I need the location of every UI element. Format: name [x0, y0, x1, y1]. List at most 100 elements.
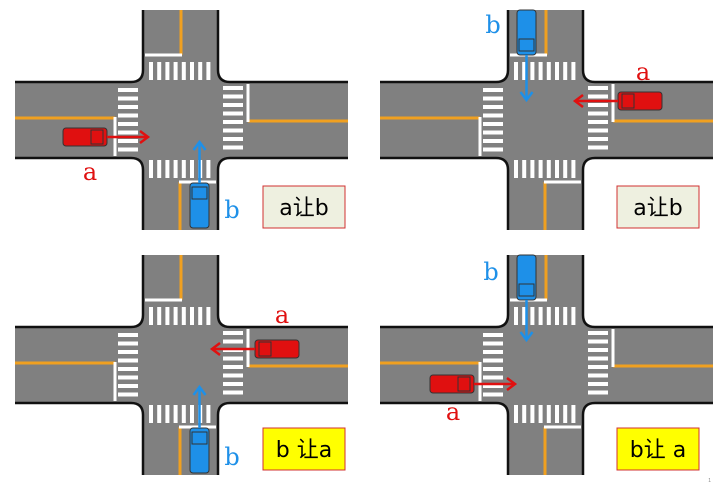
crosswalk-stripe: [190, 307, 194, 325]
crosswalk-stripe: [118, 105, 138, 109]
road-edge: [581, 255, 713, 329]
road-edge: [380, 156, 510, 230]
crosswalk-stripe: [483, 350, 503, 354]
crosswalk-stripe: [165, 307, 170, 325]
crosswalk-stripe: [165, 405, 170, 423]
arrow-head-icon: [192, 384, 207, 396]
crosswalk-stripe: [118, 147, 138, 152]
crosswalk-stripe: [530, 62, 535, 80]
car-b: [516, 254, 537, 343]
vehicle-a-label: a: [275, 301, 289, 329]
car-a-cab: [90, 129, 104, 145]
crosswalk-stripe: [223, 120, 243, 124]
road-edge: [581, 10, 713, 84]
crosswalk-stripe: [223, 356, 243, 361]
crosswalk-stripe: [223, 103, 243, 107]
crosswalk-stripe: [571, 62, 576, 80]
crosswalk-stripe: [198, 307, 203, 325]
crosswalk-stripe: [483, 375, 503, 380]
page-number: 1: [708, 478, 711, 484]
crosswalk-stripe: [206, 62, 211, 80]
car-b-cab: [191, 431, 208, 445]
crosswalk-stripe: [514, 62, 518, 80]
crosswalk-stripe: [118, 384, 138, 388]
crosswalk-stripe: [563, 160, 568, 178]
crosswalk-stripe: [522, 160, 527, 178]
crosswalk-stripe: [588, 120, 608, 124]
rule-box: [262, 185, 346, 229]
crosswalk-stripe: [118, 88, 138, 92]
crosswalk-stripe: [223, 137, 243, 141]
crosswalk-stripe: [514, 160, 518, 178]
arrow-head-icon: [192, 139, 207, 151]
crosswalk-stripe: [223, 128, 243, 133]
road-edge: [216, 255, 348, 329]
arrow-head-icon: [506, 377, 518, 391]
rule-box: [616, 185, 700, 229]
crosswalk-stripe: [206, 405, 211, 423]
crosswalk-stripe: [588, 86, 608, 90]
road-edge: [581, 156, 713, 230]
crosswalk-stripe: [173, 405, 178, 423]
crosswalk-stripe: [483, 139, 503, 143]
crosswalk-stripe: [555, 62, 559, 80]
car-a: [209, 339, 300, 359]
crosswalk-stripe: [563, 405, 568, 423]
car-b-body: [189, 427, 210, 474]
crosswalk-stripe: [588, 348, 608, 352]
crosswalk-stripe: [223, 331, 243, 335]
rule-box: [616, 427, 700, 471]
crosswalk-stripe: [555, 160, 559, 178]
crosswalk-stripe: [588, 339, 608, 344]
crosswalk-stripe: [588, 390, 608, 395]
crosswalk-stripe: [118, 139, 138, 143]
crosswalk-stripe: [588, 111, 608, 116]
crosswalk-stripe: [118, 350, 138, 354]
car-a-body: [254, 339, 300, 359]
crosswalk-stripe: [530, 307, 535, 325]
crosswalk-stripe: [530, 160, 535, 178]
arrow-head-icon: [572, 94, 584, 108]
crosswalk-stripe: [157, 160, 162, 178]
vehicle-b-label: b: [224, 443, 239, 471]
arrow-head-icon: [139, 130, 151, 144]
crosswalk-stripe: [190, 405, 194, 423]
road-surface: [380, 255, 713, 475]
crosswalk-stripe: [157, 62, 162, 80]
rule-text: a让b: [633, 196, 682, 221]
vehicle-a-label: a: [446, 398, 460, 426]
car-a-body: [429, 374, 475, 394]
car-a-body: [62, 127, 108, 147]
car-a-body: [617, 91, 663, 111]
vehicle-b-label: b: [224, 196, 239, 224]
crosswalk-stripe: [588, 373, 608, 378]
road-surface: [380, 10, 713, 230]
rule-box: [262, 427, 346, 471]
crosswalk-stripe: [223, 339, 243, 344]
crosswalk-stripe: [483, 333, 503, 337]
crosswalk-stripe: [483, 96, 503, 101]
rule-text: a让b: [279, 196, 328, 221]
car-b-body: [516, 9, 537, 56]
arrow-head-icon: [209, 342, 221, 356]
crosswalk-stripe: [223, 365, 243, 369]
crosswalk-stripe: [563, 62, 568, 80]
crosswalk-stripe: [588, 356, 608, 361]
road-edge: [216, 401, 348, 475]
crosswalk-stripe: [555, 307, 559, 325]
crosswalk-stripe: [157, 405, 162, 423]
crosswalk-stripe: [181, 405, 186, 423]
crosswalk-stripe: [483, 392, 503, 397]
crosswalk-stripe: [483, 88, 503, 92]
car-a: [572, 91, 663, 111]
crosswalk-stripe: [118, 358, 138, 363]
crosswalk-stripe: [555, 405, 559, 423]
crosswalk-stripe: [588, 382, 608, 386]
crosswalk-stripe: [538, 405, 543, 423]
crosswalk-stripe: [157, 307, 162, 325]
crosswalk-stripe: [206, 307, 211, 325]
crosswalk-stripe: [514, 307, 518, 325]
